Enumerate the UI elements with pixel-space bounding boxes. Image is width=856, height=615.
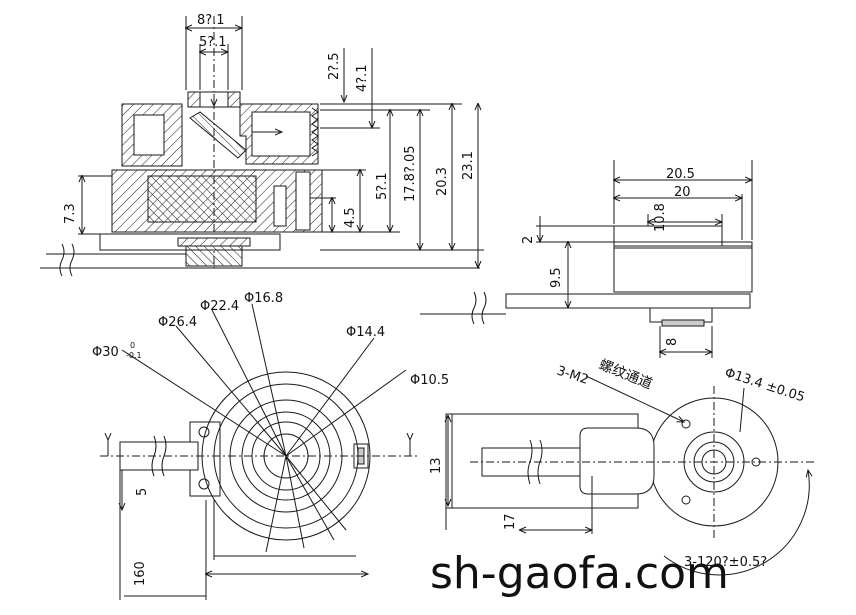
angle-label: 3-120?±0.5? xyxy=(684,555,767,570)
dim-2-5: 2?.5 xyxy=(327,52,342,80)
side-view-labels: 20.5 20 10.8 2 9.5 8 xyxy=(521,167,695,346)
dim-9-5: 9.5 xyxy=(549,267,564,288)
dim-20: 20 xyxy=(674,185,691,200)
side-view xyxy=(420,160,752,358)
dim-160: 160 xyxy=(133,561,148,586)
dim-5: 5?.1 xyxy=(199,35,227,50)
dim-17-8: 17.8?.05 xyxy=(403,145,418,202)
dia-14-4: Φ14.4 xyxy=(346,325,385,340)
thread-label: 3-M2 xyxy=(555,364,591,388)
top-view xyxy=(100,303,420,600)
dim-2: 2 xyxy=(521,236,536,244)
dia-30: Φ30 xyxy=(92,345,119,360)
dim-8: 8?.1 xyxy=(197,13,225,28)
dim-8-side: 8 xyxy=(665,338,680,346)
dia-22-4: Φ22.4 xyxy=(200,299,239,314)
dim-5-top: 5 xyxy=(135,488,150,496)
dim-4-5: 4.5 xyxy=(343,207,358,228)
dia-30-tol-lower: -0.1 xyxy=(126,351,142,360)
watermark: sh-gaofa.com xyxy=(430,548,729,599)
dim-23-1: 23.1 xyxy=(461,151,476,180)
bottom-view xyxy=(446,375,814,576)
dim-5-1: 5?.1 xyxy=(375,172,390,200)
dia-16-8: Φ16.8 xyxy=(244,291,283,306)
dim-7-3: 7.3 xyxy=(63,203,78,224)
section-view-labels: 8?.1 5?.1 2?.5 4?.1 7.3 5?.1 17.8?.05 20… xyxy=(63,13,476,228)
top-view-labels: Φ30 0 -0.1 Φ26.4 Φ22.4 Φ16.8 Φ14.4 Φ10.5… xyxy=(92,291,449,586)
section-view xyxy=(40,16,484,277)
dim-13: 13 xyxy=(429,457,444,474)
dim-20-3: 20.3 xyxy=(435,167,450,196)
dia-26-4: Φ26.4 xyxy=(158,315,197,330)
dim-17: 17 xyxy=(503,513,518,530)
dim-10-8: 10.8 xyxy=(653,203,668,232)
dia-13-4: Φ13.4 ±0.05 xyxy=(723,366,807,406)
dim-4-1: 4?.1 xyxy=(355,64,370,92)
dia-10-5: Φ10.5 xyxy=(410,373,449,388)
thread-cn-label: 螺纹通道 xyxy=(597,357,655,393)
dia-30-tol-upper: 0 xyxy=(130,341,135,350)
dim-20-5: 20.5 xyxy=(666,167,695,182)
